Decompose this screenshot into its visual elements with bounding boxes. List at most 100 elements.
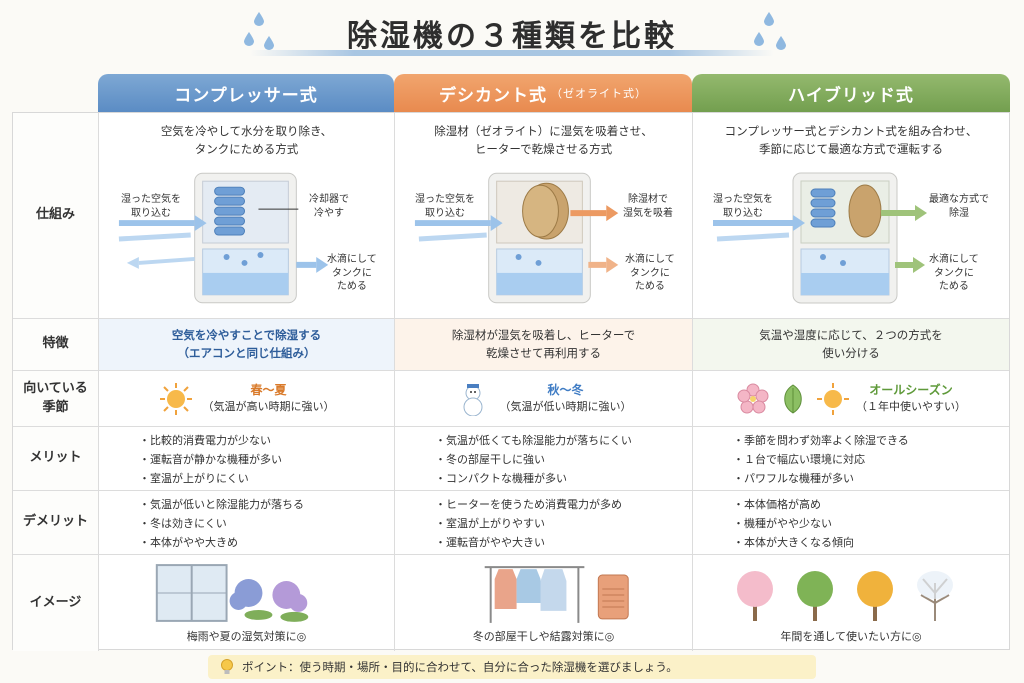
feature-line: （エアコンと同じ仕組み） <box>177 345 316 360</box>
list-item: ・機種がやや少ない <box>733 516 832 530</box>
demerit-compressor: ・気温が低いと除湿能力が落ちる ・冬は効きにくい ・本体がやや大きめ <box>99 491 395 554</box>
row-merit: メリット ・比較的消費電力が少ない ・運転音が静かな機種が多い ・室温が上がりに… <box>13 427 1009 491</box>
merit-desiccant: ・気温が低くても除湿能力が落ちにくい ・冬の部屋干しに強い ・コンパクトな機種が… <box>395 427 693 490</box>
list-item: ・ヒーターを使うため消費電力が多め <box>435 497 622 511</box>
snowman-icon <box>456 382 490 416</box>
page-title: 除湿機の３種類を比較 <box>347 19 677 54</box>
row-label: 特徴 <box>13 319 99 370</box>
row-label-line: 季節 <box>42 399 69 415</box>
description-line: タンクにためる方式 <box>194 141 299 156</box>
list-item: ・冬は効きにくい <box>139 516 227 530</box>
label-line: タンクに <box>933 267 974 279</box>
label-line: 湿った空気を <box>121 194 181 205</box>
diagram-label-output: 水滴にして タンクに ためる <box>929 253 979 294</box>
lightbulb-icon <box>218 658 236 676</box>
season-note: （気温が低い時期に強い） <box>499 400 632 414</box>
row-label-line: 向いている <box>23 381 88 397</box>
list-item: ・１台で幅広い環境に対応 <box>733 452 865 466</box>
diagram-label-intake: 湿った空気を 取り込む <box>415 193 475 220</box>
mechanism-compressor: 空気を冷やして水分を取り除き、 タンクにためる方式 <box>99 113 395 318</box>
merit-compressor: ・比較的消費電力が少ない ・運転音が静かな機種が多い ・室温が上がりにくい <box>99 427 395 490</box>
column-title: デシカント式 <box>439 85 547 106</box>
sun-icon <box>816 382 850 416</box>
water-drop-icon <box>244 32 254 46</box>
season-name: オールシーズン <box>869 383 953 398</box>
hybrid-diagram <box>693 169 1009 315</box>
description-line: コンプレッサー式とデシカント式を組み合わせ、 <box>724 124 978 138</box>
feature-compressor: 空気を冷やすことで除湿する （エアコンと同じ仕組み） <box>99 319 395 370</box>
feature-hybrid: 気温や湿度に応じて、２つの方式を 使い分ける <box>693 319 1009 370</box>
image-caption: 年間を通して使いたい方に◎ <box>780 630 922 643</box>
compressor-diagram <box>99 169 394 315</box>
row-mechanism: 仕組み 空気を冷やして水分を取り除き、 タンクにためる方式 <box>13 113 1009 319</box>
demerit-hybrid: ・本体価格が高め ・機種がやや少ない ・本体が大きくなる傾向 <box>693 491 1009 554</box>
description-line: ヒーターで乾燥させる方式 <box>474 141 613 156</box>
table-body: 仕組み 空気を冷やして水分を取り除き、 タンクにためる方式 <box>12 112 1010 651</box>
row-label: 向いている 季節 <box>13 371 99 426</box>
image-hybrid: 年間を通して使いたい方に◎ <box>693 555 1009 651</box>
list-item: ・コンパクトな機種が多い <box>435 471 567 485</box>
label-line: 取り込む <box>131 207 171 219</box>
description-line: 空気を冷やして水分を取り除き、 <box>160 124 333 138</box>
column-title: コンプレッサー式 <box>174 85 318 106</box>
list-item: ・比較的消費電力が少ない <box>139 433 271 447</box>
image-compressor: 梅雨や夏の湿気対策に◎ <box>99 555 395 651</box>
season-hybrid: オールシーズン （１年中使いやすい） <box>693 371 1009 426</box>
column-header-compressor: コンプレッサー式 <box>98 74 394 112</box>
mechanism-description: コンプレッサー式とデシカント式を組み合わせ、 季節に応じて最適な方式で運転する <box>693 123 1009 159</box>
four-seasons-trees-illustration <box>693 559 1009 625</box>
leaf-icon <box>776 382 810 416</box>
diagram-label-output: 水滴にして タンクに ためる <box>327 253 377 294</box>
sakura-icon <box>736 382 770 416</box>
water-drop-icon <box>754 32 764 46</box>
label-line: 取り込む <box>425 207 465 219</box>
column-title: ハイブリッド式 <box>788 85 914 106</box>
list-item: ・季節を問わず効率よく除湿できる <box>733 433 909 447</box>
feature-line: 空気を冷やすことで除湿する <box>171 328 322 343</box>
label-line: ためる <box>938 281 969 292</box>
feature-line: 使い分ける <box>822 345 880 360</box>
label-line: 取り込む <box>723 207 763 219</box>
image-desiccant: 冬の部屋干しや結露対策に◎ <box>395 555 693 651</box>
title-area: 除湿機の３種類を比較 <box>0 0 1024 66</box>
mechanism-hybrid: コンプレッサー式とデシカント式を組み合わせ、 季節に応じて最適な方式で運転する <box>693 113 1009 318</box>
row-label: 仕組み <box>13 113 99 318</box>
feature-desiccant: 除湿材が湿気を吸着し、ヒーターで 乾燥させて再利用する <box>395 319 693 370</box>
list-item: ・運転音がやや大きい <box>435 535 545 549</box>
row-image: イメージ 梅雨や夏の湿気対策に◎ <box>13 555 1009 651</box>
water-drop-icon <box>254 12 264 26</box>
season-name: 秋～冬 <box>547 383 584 398</box>
demerit-desiccant: ・ヒーターを使うため消費電力が多め ・室温が上がりやすい ・運転音がやや大きい <box>395 491 693 554</box>
feature-line: 気温や湿度に応じて、２つの方式を <box>759 328 943 343</box>
sun-icon <box>159 382 193 416</box>
label-line: ためる <box>634 281 665 292</box>
feature-line: 乾燥させて再利用する <box>486 345 601 360</box>
desiccant-diagram <box>395 169 692 315</box>
image-caption: 冬の部屋干しや結露対策に◎ <box>472 630 615 643</box>
label-line: 水滴にして <box>327 254 377 265</box>
list-item: ・パワフルな機種が多い <box>733 471 854 485</box>
list-item: ・本体価格が高め <box>733 497 821 511</box>
list-item: ・本体がやや大きめ <box>139 535 238 549</box>
merit-hybrid: ・季節を問わず効率よく除湿できる ・１台で幅広い環境に対応 ・パワフルな機種が多… <box>693 427 1009 490</box>
season-note: （１年中使いやすい） <box>856 400 966 414</box>
season-name: 春～夏 <box>250 383 287 398</box>
row-season: 向いている 季節 春～夏 （気温が高い時期に強い） <box>13 371 1009 427</box>
row-demerit: デメリット ・気温が低いと除湿能力が落ちる ・冬は効きにくい ・本体がやや大きめ… <box>13 491 1009 555</box>
label-line: 水滴にして <box>929 254 979 265</box>
mechanism-description: 空気を冷やして水分を取り除き、 タンクにためる方式 <box>99 123 394 159</box>
diagram-label-process: 除湿材で 湿気を吸着 <box>623 193 673 220</box>
row-label: メリット <box>13 427 99 490</box>
season-note: （気温が高い時期に強い） <box>202 400 335 414</box>
diagram-label-process: 冷却器で 冷やす <box>309 193 349 220</box>
description-line: 除湿材（ゼオライト）に湿気を吸着させ、 <box>434 124 653 138</box>
label-line: 湿った空気を <box>713 194 773 205</box>
list-item: ・室温が上がりにくい <box>139 471 249 485</box>
point-text: ポイント：使う時期・場所・目的に合わせて、自分に合った除湿機を選びましょう。 <box>242 660 678 674</box>
image-caption: 梅雨や夏の湿気対策に◎ <box>186 630 307 643</box>
water-drop-icon <box>264 36 274 50</box>
label-line: 冷却器で <box>309 194 349 205</box>
column-subtitle: （ゼオライト式） <box>551 87 647 100</box>
laundry-heater-illustration <box>395 559 692 625</box>
rainy-window-hydrangea-illustration <box>99 559 394 625</box>
